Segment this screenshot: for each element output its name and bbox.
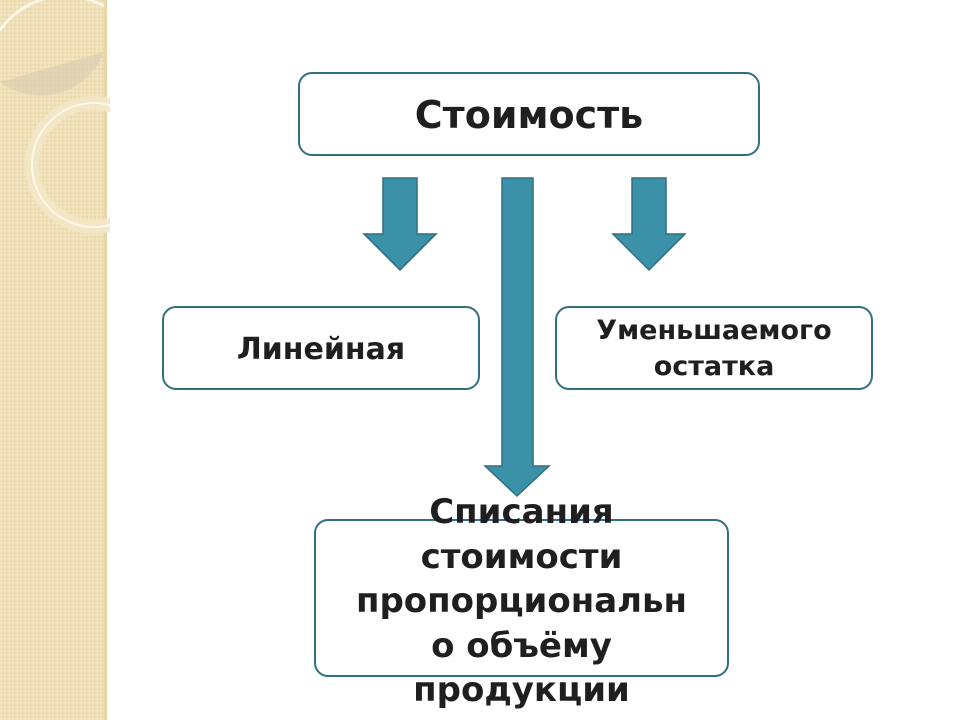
box-units-of-production-label: Списания стоимости пропорциональн о объё… bbox=[314, 490, 729, 713]
box-cost bbox=[298, 72, 760, 156]
box-units-line2: стоимости bbox=[420, 536, 623, 577]
box-units-line3: пропорциональн bbox=[355, 581, 688, 621]
side-panel-edge bbox=[104, 0, 107, 720]
box-linear-label: Линейная bbox=[236, 332, 406, 367]
box-declining-balance-label: Уменьшаемого остатка bbox=[555, 313, 873, 385]
arrow-down-right bbox=[611, 177, 687, 272]
box-cost-label: Стоимость bbox=[414, 93, 644, 137]
box-units-of-production bbox=[314, 519, 729, 677]
box-linear bbox=[162, 306, 480, 390]
decorative-rings bbox=[0, 0, 110, 234]
box-units-line4: о объёму bbox=[431, 625, 612, 666]
box-declining-balance bbox=[555, 306, 873, 390]
box-units-line1: Списания bbox=[429, 492, 614, 532]
arrow-down-center bbox=[483, 177, 551, 498]
box-declining-balance-line2: остатка bbox=[653, 351, 775, 382]
arrow-down-left bbox=[362, 177, 438, 272]
box-units-line5: продукции bbox=[413, 670, 630, 710]
box-declining-balance-line1: Уменьшаемого bbox=[596, 315, 832, 346]
